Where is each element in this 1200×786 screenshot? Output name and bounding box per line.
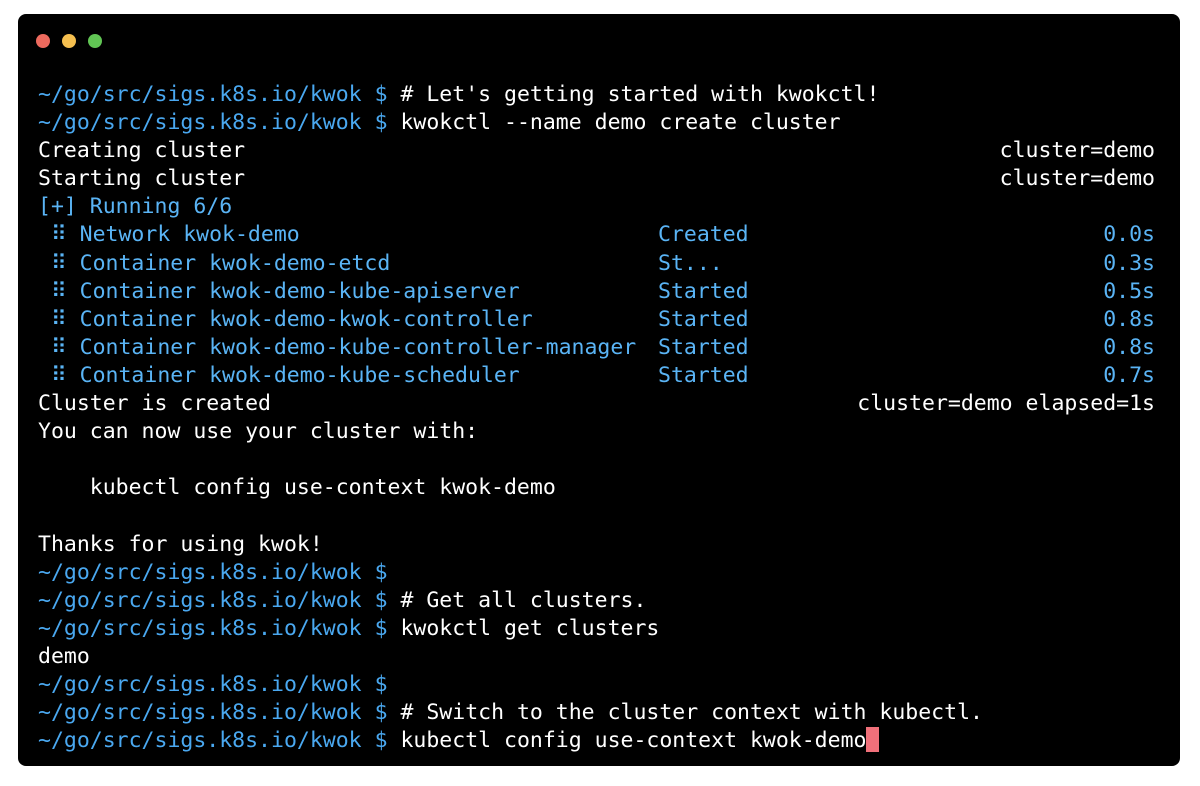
prompt-path: ~/go/src/sigs.k8s.io/kwok: [38, 728, 362, 754]
suggested-command: kubectl config use-context kwok-demo: [89, 475, 556, 501]
prompt-symbol: $: [374, 559, 388, 585]
step-time: 0.8s: [1103, 306, 1155, 332]
step-name: Container kwok-demo-kube-scheduler: [79, 362, 520, 388]
step-status: Started: [658, 362, 749, 388]
prompt-line: ~/go/src/sigs.k8s.io/kwok $: [38, 671, 1155, 699]
zoom-window-button[interactable]: [88, 34, 102, 48]
prompt-symbol: $: [374, 671, 388, 697]
prompt-line: ~/go/src/sigs.k8s.io/kwok $ # Let's gett…: [38, 81, 1155, 109]
step-name: Network kwok-demo: [79, 222, 300, 248]
blank-line: [38, 502, 1155, 530]
step-status: St...: [658, 250, 723, 276]
prompt-symbol: $: [374, 82, 388, 107]
prompt-symbol: $: [374, 110, 388, 136]
prompt-line: ~/go/src/sigs.k8s.io/kwok $ # Get all cl…: [38, 587, 1155, 615]
terminal-window: ~/go/src/sigs.k8s.io/kwok $ # Let's gett…: [18, 14, 1180, 766]
step-status: Started: [658, 278, 749, 304]
output-text: Starting cluster: [38, 166, 246, 192]
step-time: 0.7s: [1103, 362, 1155, 388]
output-line: kubectl config use-context kwok-demo: [38, 474, 1155, 502]
output-line: Cluster is created cluster=demo elapsed=1…: [38, 390, 1155, 418]
step-bullet-icon: ⠿: [50, 334, 67, 360]
step-status: Started: [658, 306, 749, 332]
title-bar: [18, 14, 1180, 64]
prompt-path: ~/go/src/sigs.k8s.io/kwok: [38, 700, 362, 726]
output-line: Starting cluster cluster=demo: [38, 165, 1155, 193]
step-status: Started: [658, 334, 749, 360]
prompt-symbol: $: [374, 587, 388, 613]
step-name: Container kwok-demo-kube-controller-mana…: [79, 334, 637, 360]
step-bullet-icon: ⠿: [50, 250, 67, 276]
output-line: You can now use your cluster with:: [38, 419, 479, 445]
prompt-line: ~/go/src/sigs.k8s.io/kwok $: [38, 559, 1155, 587]
output-line: demo: [38, 643, 90, 669]
step-name: Container kwok-demo-kwok-controller: [79, 306, 533, 332]
step-name: Container kwok-demo-etcd: [79, 250, 391, 276]
progress-step: ⠿ Container kwok-demo-kube-controller-ma…: [38, 334, 1155, 362]
prompt-path: ~/go/src/sigs.k8s.io/kwok: [38, 615, 362, 641]
prompt-symbol: $: [374, 700, 388, 726]
progress-step: ⠿ Network kwok-demo Created 0.0s: [38, 221, 1155, 249]
prompt-path: ~/go/src/sigs.k8s.io/kwok: [38, 671, 362, 697]
prompt-line: ~/go/src/sigs.k8s.io/kwok $ kwokctl get …: [38, 615, 1155, 643]
close-window-button[interactable]: [36, 34, 50, 48]
output-line: Creating cluster cluster=demo: [38, 137, 1155, 165]
blank-line: [38, 446, 1155, 474]
step-name: Container kwok-demo-kube-apiserver: [79, 278, 520, 304]
output-text: Cluster is created: [38, 391, 271, 417]
prompt-symbol: $: [374, 728, 388, 754]
step-bullet-icon: ⠿: [50, 306, 67, 332]
step-time: 0.8s: [1103, 334, 1155, 360]
prompt-symbol: $: [374, 615, 388, 641]
prompt-path: ~/go/src/sigs.k8s.io/kwok: [38, 110, 362, 136]
step-time: 0.3s: [1103, 250, 1155, 276]
step-bullet-icon: ⠿: [50, 362, 67, 388]
text-cursor: [866, 727, 880, 753]
prompt-line: ~/go/src/sigs.k8s.io/kwok $ kwokctl --na…: [38, 109, 1155, 137]
prompt-path: ~/go/src/sigs.k8s.io/kwok: [38, 559, 362, 585]
command-text: # Switch to the cluster context with kub…: [400, 700, 983, 726]
progress-step: ⠿ Container kwok-demo-etcd St... 0.3s: [38, 250, 1155, 278]
command-text: kwokctl get clusters: [400, 615, 660, 641]
command-input[interactable]: kubectl config use-context kwok-demo: [400, 728, 867, 754]
prompt-path: ~/go/src/sigs.k8s.io/kwok: [38, 82, 362, 107]
progress-step: ⠿ Container kwok-demo-kube-apiserver Star…: [38, 278, 1155, 306]
step-status: Created: [658, 222, 749, 248]
command-text: kwokctl --name demo create cluster: [400, 110, 841, 136]
output-text: Creating cluster: [38, 138, 246, 164]
progress-step: ⠿ Container kwok-demo-kube-scheduler Star…: [38, 362, 1155, 390]
terminal-output[interactable]: ~/go/src/sigs.k8s.io/kwok $ # Let's gett…: [38, 81, 1155, 755]
output-line: Thanks for using kwok!: [38, 531, 323, 557]
prompt-line: ~/go/src/sigs.k8s.io/kwok $ # Switch to …: [38, 699, 1155, 727]
output-key-value: cluster=demo elapsed=1s: [857, 391, 1155, 417]
running-progress: [+] Running 6/6: [38, 194, 233, 220]
step-bullet-icon: ⠿: [50, 222, 67, 248]
progress-step: ⠿ Container kwok-demo-kwok-controller Sta…: [38, 306, 1155, 334]
step-time: 0.5s: [1103, 278, 1155, 304]
step-time: 0.0s: [1103, 222, 1155, 248]
prompt-path: ~/go/src/sigs.k8s.io/kwok: [38, 587, 362, 613]
step-bullet-icon: ⠿: [50, 278, 67, 304]
command-text: # Let's getting started with kwokctl!: [400, 82, 880, 107]
minimize-window-button[interactable]: [62, 34, 76, 48]
prompt-line: ~/go/src/sigs.k8s.io/kwok $ kubectl conf…: [38, 727, 1155, 755]
output-key-value: cluster=demo: [999, 138, 1155, 164]
output-key-value: cluster=demo: [999, 166, 1155, 192]
command-text: # Get all clusters.: [400, 587, 647, 613]
